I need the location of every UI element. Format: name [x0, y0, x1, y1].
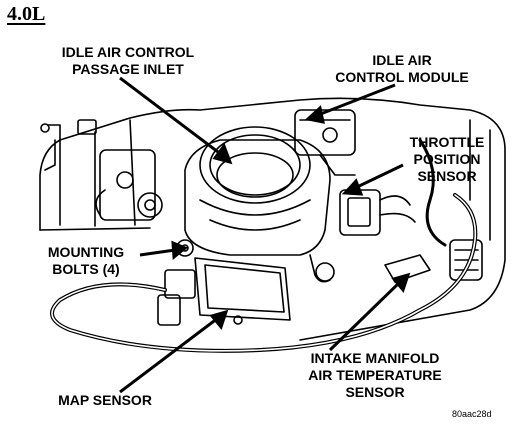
idle-air-inlet-bore — [199, 126, 311, 204]
label-throttle-position-sensor: THROTTLE POSITION SENSOR — [409, 134, 485, 184]
idle-air-control-module-body — [294, 109, 356, 156]
throttle-linkage-bracket — [99, 149, 156, 221]
label-idle-air-control-module: IDLE AIR CONTROL MODULE — [335, 52, 469, 85]
label-intake-manifold-air-temperature-sensor: INTAKE MANIFOLD AIR TEMPERATURE SENSOR — [308, 350, 442, 400]
leader-map-sensor — [119, 316, 219, 394]
throttle-position-sensor-body — [339, 189, 381, 236]
figure-code: 80aac28d — [452, 409, 492, 419]
leader-mounting-bolts — [139, 248, 176, 257]
leader-idle-air-passage — [119, 76, 223, 157]
leader-throttle-position — [354, 163, 404, 190]
label-mounting-bolts: MOUNTING BOLTS (4) — [47, 244, 125, 277]
label-idle-air-control-passage-inlet: IDLE AIR CONTROL PASSAGE INLET — [61, 44, 195, 77]
air-temp-sensor-connector — [449, 239, 483, 281]
leader-air-temp — [328, 280, 402, 352]
engine-tag: 4.0L — [7, 3, 46, 25]
map-sensor-body — [194, 257, 291, 321]
leader-idle-air-module — [317, 83, 396, 117]
label-map-sensor: MAP SENSOR — [58, 392, 152, 408]
